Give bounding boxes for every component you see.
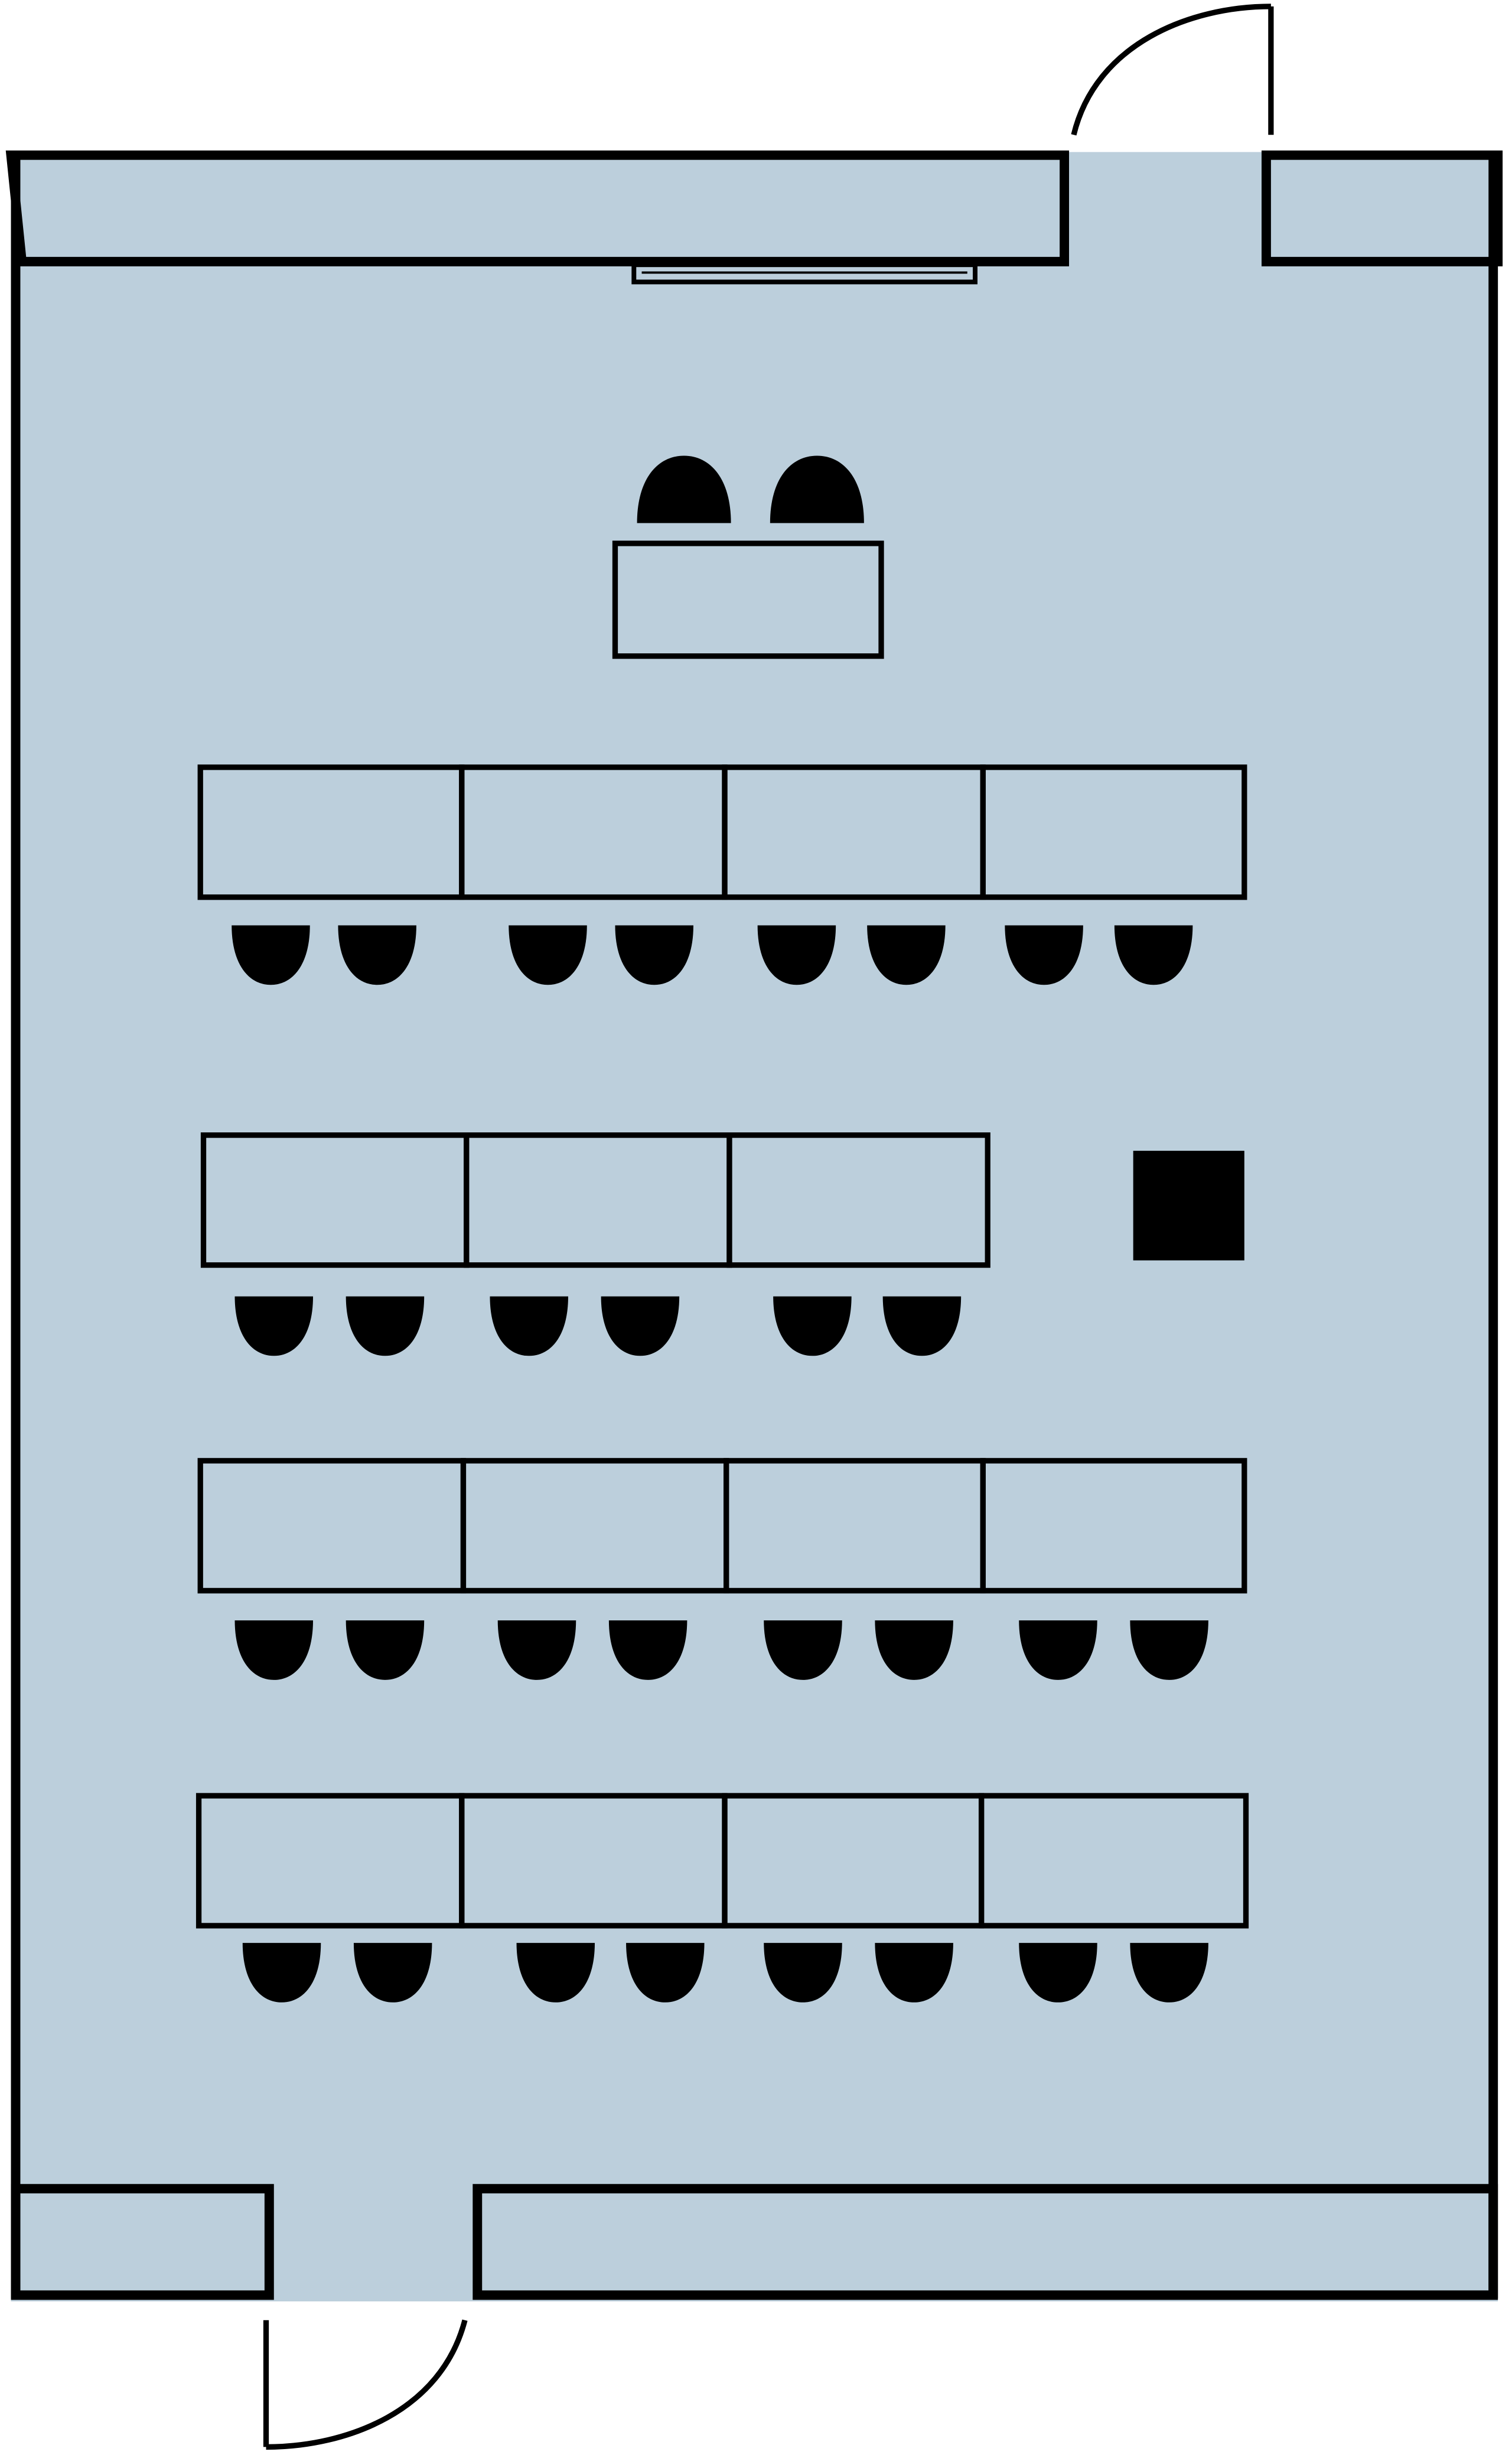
- student-chair: [353, 1943, 432, 2003]
- student-chair: [608, 1620, 687, 1680]
- seating-row-1: [197, 764, 1247, 985]
- teacher-desk: [612, 541, 884, 659]
- wall-top-right: [1261, 150, 1503, 266]
- student-table: [726, 1132, 990, 1268]
- student-chair: [1005, 925, 1083, 985]
- student-chair: [497, 1620, 576, 1680]
- door-top[interactable]: [1071, 4, 1274, 136]
- student-chair: [338, 925, 416, 985]
- student-table: [978, 1793, 1249, 1929]
- teacher-chair: [770, 455, 864, 523]
- student-chair: [509, 925, 587, 985]
- student-chair: [764, 1620, 842, 1680]
- student-chair: [234, 1296, 314, 1356]
- student-table: [980, 1458, 1247, 1594]
- student-chair: [346, 1620, 425, 1680]
- student-chair: [626, 1943, 705, 2003]
- student-chair: [1019, 1620, 1097, 1680]
- student-chair: [601, 1296, 680, 1356]
- student-chair: [232, 925, 310, 985]
- student-table: [980, 764, 1247, 900]
- student-chair: [764, 1943, 842, 2003]
- wall-bottom-left: [11, 2184, 274, 2300]
- student-chair: [875, 1620, 953, 1680]
- student-chair: [882, 1296, 962, 1356]
- student-chair: [516, 1943, 595, 2003]
- walls: [5, 150, 1503, 2300]
- door-bottom[interactable]: [263, 2319, 468, 2450]
- student-chair: [1019, 1943, 1097, 2003]
- student-chair: [1130, 1943, 1208, 2003]
- student-chair: [875, 1943, 953, 2003]
- student-chair: [867, 925, 946, 985]
- student-chair: [1114, 925, 1193, 985]
- teacher-chair: [637, 455, 731, 523]
- student-chair: [242, 1943, 321, 2003]
- student-chair: [490, 1296, 568, 1356]
- student-chair: [615, 925, 693, 985]
- seating-row-2: [200, 1132, 1244, 1356]
- student-chair: [773, 1296, 852, 1356]
- student-chair: [757, 925, 836, 985]
- whiteboard: [631, 262, 977, 285]
- room-floor: [11, 152, 1498, 2301]
- student-chair: [234, 1620, 314, 1680]
- wall-bottom-right: [472, 2184, 1498, 2300]
- student-chair: [346, 1296, 425, 1356]
- seating-row-4: [195, 1793, 1249, 2003]
- student-chair: [1130, 1620, 1208, 1680]
- teacher-area: [612, 455, 884, 659]
- square-block: [1133, 1151, 1244, 1261]
- seating-row-3: [197, 1458, 1247, 1680]
